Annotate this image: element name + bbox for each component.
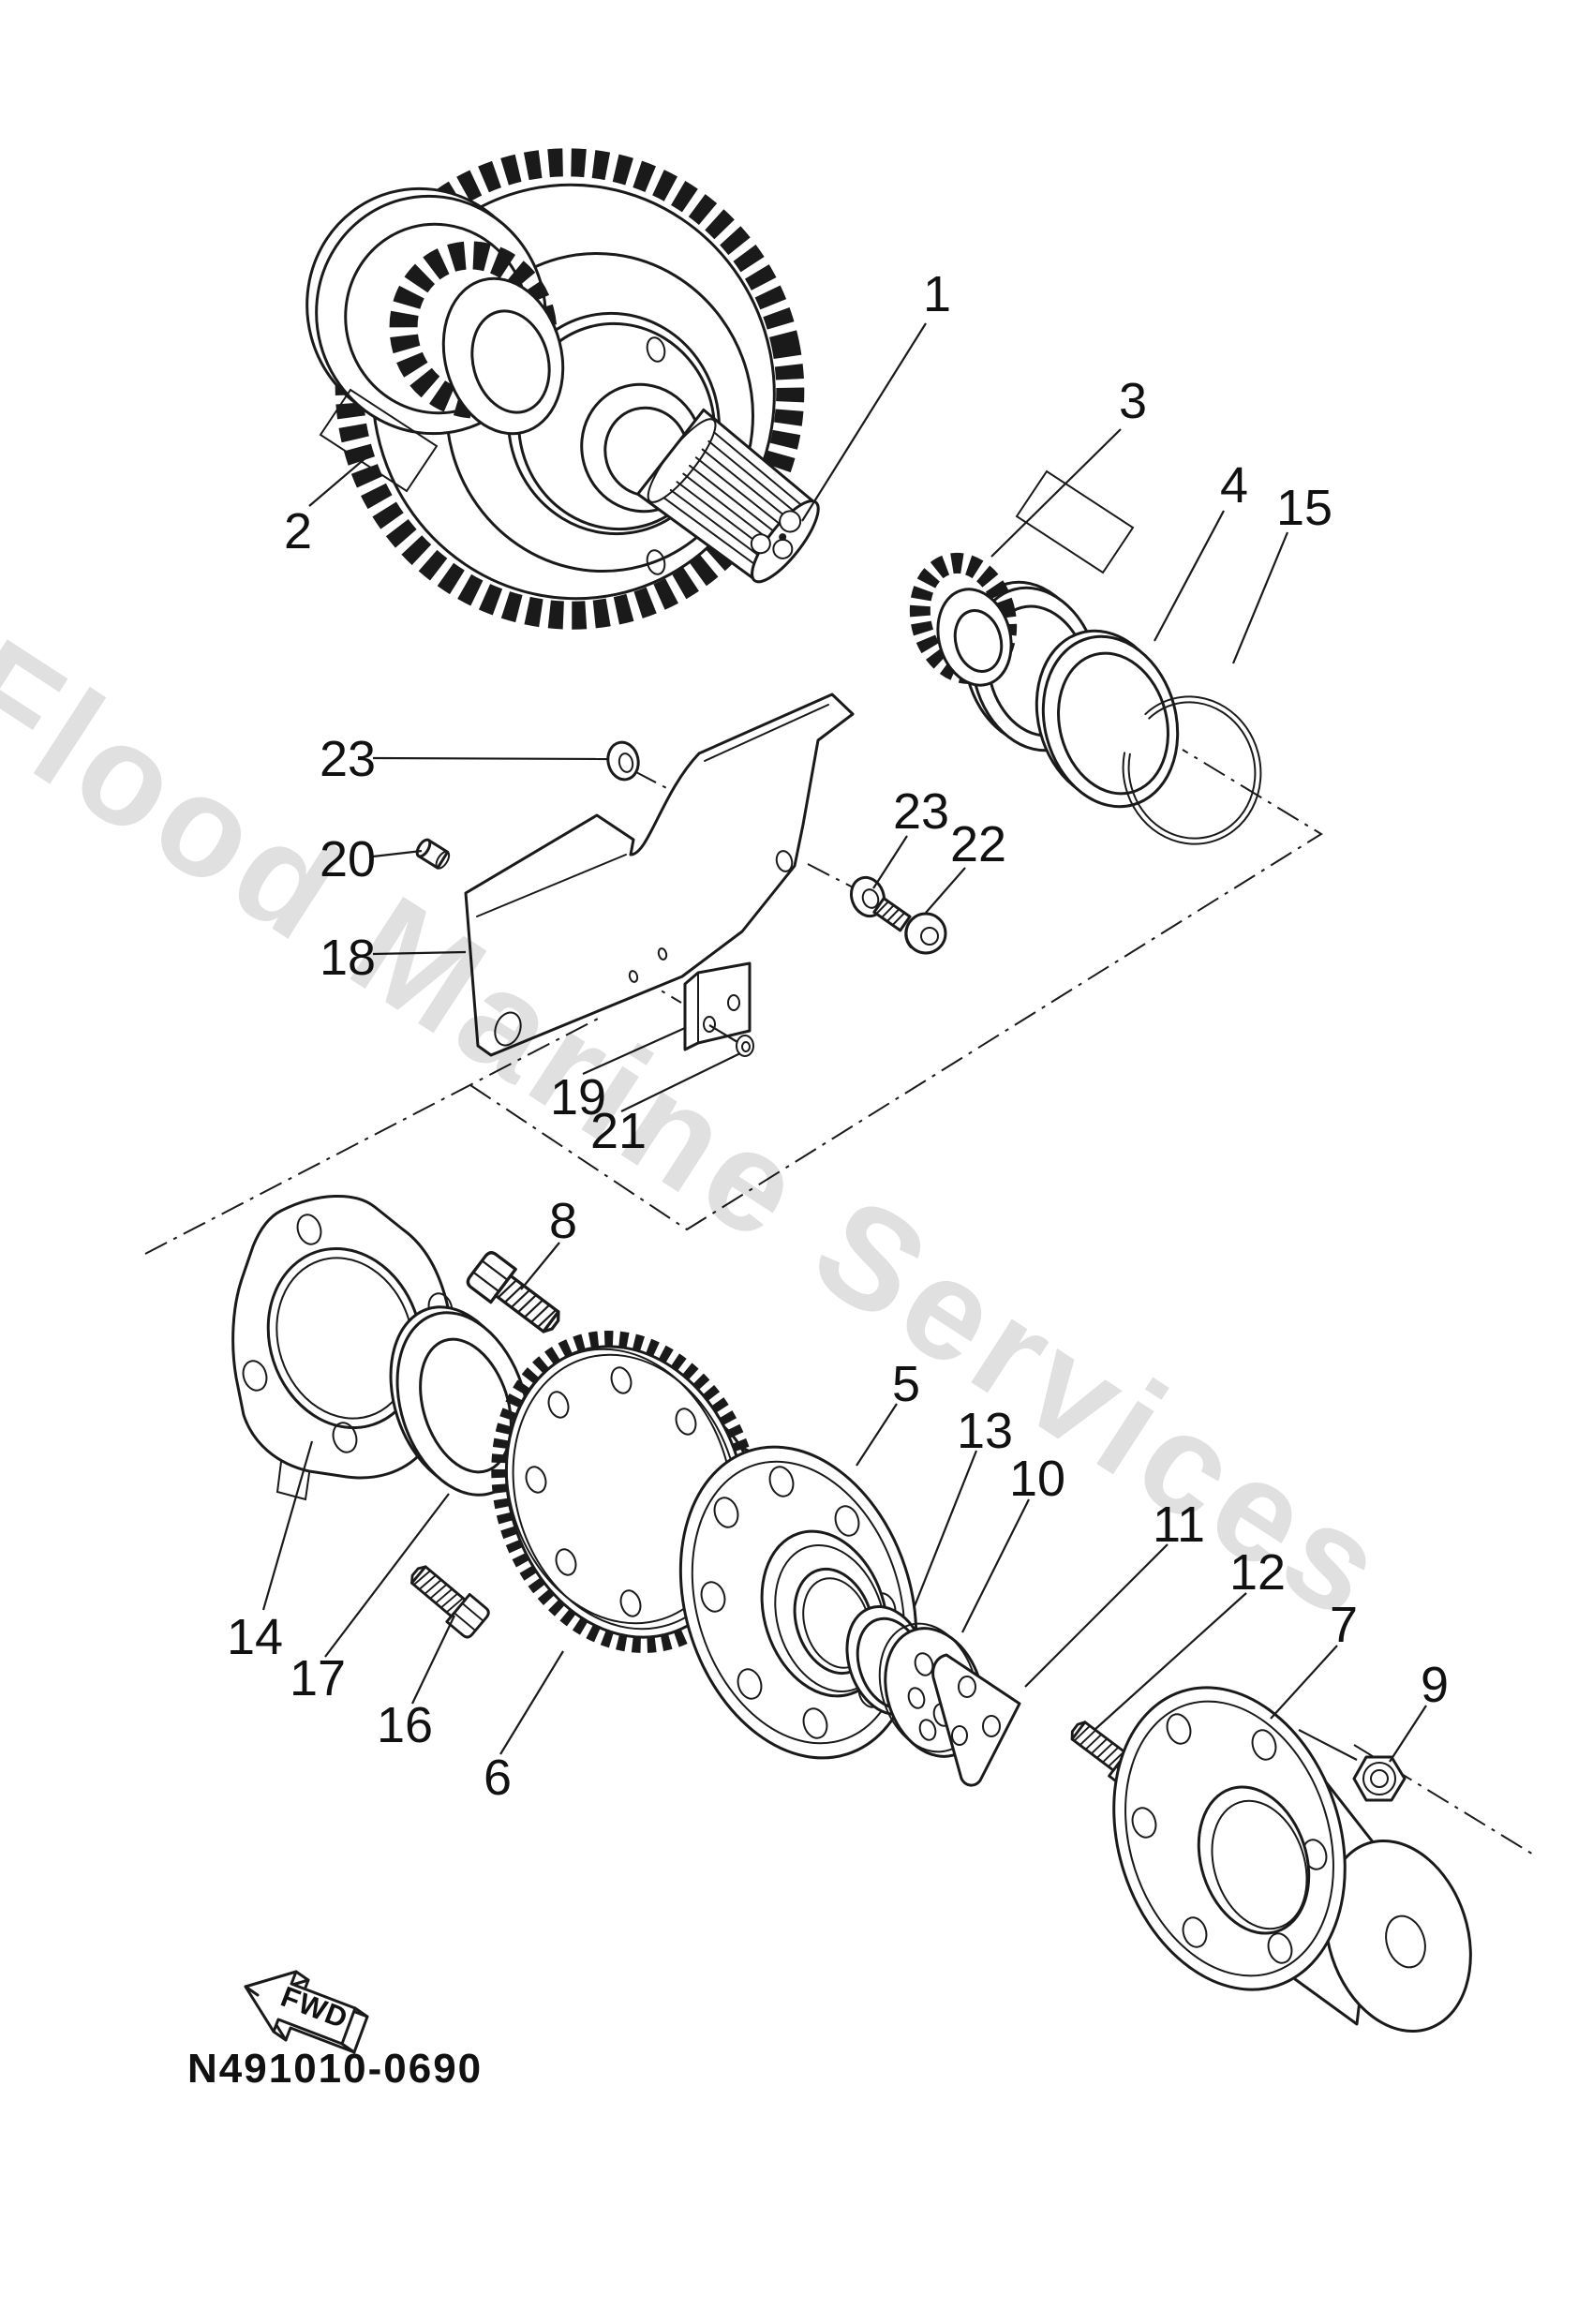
callout-11: 11 [1153,1497,1205,1553]
gear-web-hole [646,549,666,575]
callout-19: 19 [550,1069,606,1125]
callout-20: 20 [320,831,376,887]
bracket-box-3 [1015,469,1135,574]
callout-9: 9 [1421,1657,1449,1713]
callout-14: 14 [227,1609,283,1665]
callout-17: 17 [290,1650,346,1706]
callout-22: 22 [950,816,1006,872]
callout-23b: 23 [893,783,949,840]
callout-23: 23 [320,731,376,787]
callout-8: 8 [549,1193,577,1249]
nut-21 [736,1035,754,1057]
washer-23-right [849,875,886,918]
callout-15: 15 [1276,480,1332,536]
nut-9 [1352,1755,1407,1802]
fwd-arrow: FWD [244,1970,369,2054]
seal-17 [389,1305,530,1497]
callout-16: 16 [377,1697,433,1753]
socket-bolt-22 [872,897,947,955]
bearing-3-group [909,469,1262,845]
callout-5: 5 [892,1356,920,1412]
splined-shaft [636,408,820,584]
callout-1: 1 [923,266,951,322]
callout-labels: 1 2 3 4 15 23 20 18 23 22 19 21 14 17 16… [227,266,1449,1806]
drawing-code: N491010-0690 [187,2046,483,2092]
callout-10: 10 [1009,1451,1065,1507]
bearing-2 [305,186,565,493]
callout-2: 2 [284,503,312,559]
washer-23-left [606,740,640,782]
callout-3: 3 [1119,373,1147,429]
bolt-16 [402,1557,493,1641]
snap-ring-15 [1122,695,1262,845]
plate-11 [931,1653,1021,1787]
callout-13: 13 [957,1403,1013,1459]
callout-21: 21 [590,1103,647,1159]
callout-7: 7 [1330,1597,1358,1653]
callout-12: 12 [1229,1544,1286,1601]
damper-plate-19 [683,961,752,1051]
leader-lines [261,322,1427,1763]
bracket-box-2 [319,388,439,493]
gear-web-hole [646,336,666,363]
coupling-7 [1112,1686,1472,2034]
callout-6: 6 [484,1750,512,1806]
pin-20 [415,838,451,870]
guard-bracket-18 [464,693,855,1057]
callout-4: 4 [1220,457,1248,514]
callout-18: 18 [320,930,376,986]
